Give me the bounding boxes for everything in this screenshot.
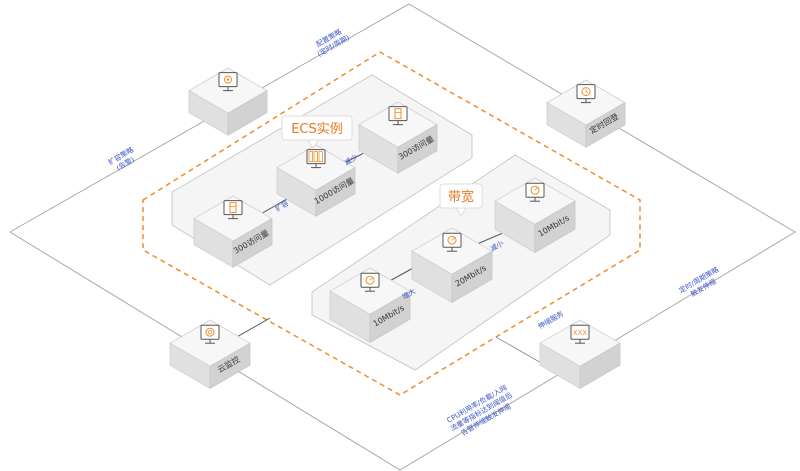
scaling-group-boundary: [142, 51, 641, 396]
generic-node: XXX: [539, 319, 621, 390]
generic-monitor-icon: XXX: [570, 324, 590, 344]
edge-label-metric: CPU利用率/负载/入网 流量等指标达到阈值后 告警伸缩触发伸缩: [445, 383, 514, 437]
bandwidth-icon: [525, 182, 545, 202]
server-icon: [223, 200, 243, 220]
schedule-node: 定时回登: [546, 79, 626, 148]
edge-label-service: 伸缩服务: [536, 309, 565, 331]
bw-box-3: 10Mbit/s: [494, 177, 576, 254]
bw-box-1: 10Mbit/s: [329, 267, 411, 344]
bw-box-2: 20Mbit/s: [411, 227, 493, 304]
cloud-monitor-icon: [200, 324, 220, 344]
generic-icon-label: XXX: [573, 329, 588, 337]
ecs-callout-text: ECS实例: [291, 122, 343, 137]
settings-monitor-icon: [218, 72, 238, 92]
svg-text:伸缩服务: 伸缩服务: [536, 309, 565, 331]
bandwidth-icon: [442, 232, 462, 252]
settings-node: [188, 67, 268, 136]
server-icon: [388, 106, 408, 126]
bandwidth-icon: [360, 272, 380, 292]
clock-monitor-icon: [576, 84, 596, 104]
bandwidth-callout-text: 带宽: [448, 189, 474, 205]
ecs-callout: ECS实例: [281, 115, 353, 149]
ecs-box-1: 300访问量: [193, 195, 273, 268]
multi-server-icon: [306, 149, 326, 169]
outer-flow-line: [9, 3, 796, 471]
cloud-monitor-node: 云监控: [169, 319, 251, 390]
ecs-box-2: 1000访问量: [276, 144, 356, 217]
edge-label-alarm: 扩容策略 (告警): [106, 145, 136, 172]
edge-label-schedule: 定时/周期策略 触发伸缩: [677, 265, 720, 299]
edge-label-config: 配置策略 (定时/周期): [314, 27, 351, 59]
bandwidth-callout: 带宽: [439, 183, 483, 217]
